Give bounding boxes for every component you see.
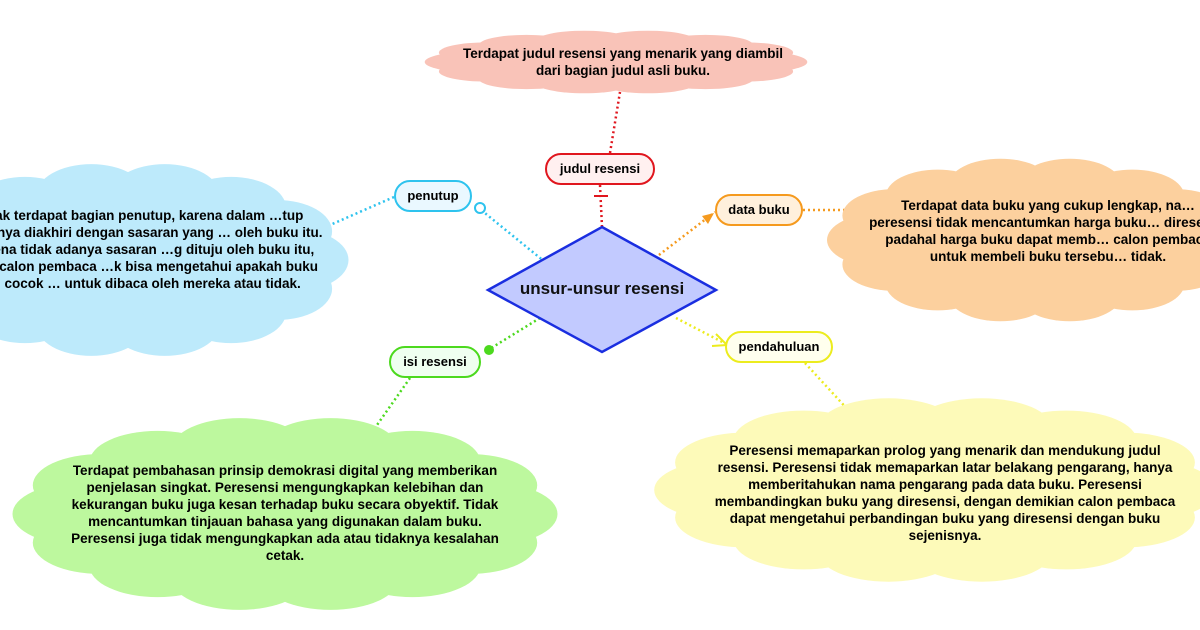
central-topic-label[interactable]: unsur-unsur resensi — [519, 279, 685, 298]
note-isi-resensi: Terdapat pembahasan prinsip demokrasi di… — [71, 463, 499, 563]
note-penutup: …ak terdapat bagian penutup, karena dala… — [0, 208, 323, 291]
connector-judul-topic — [598, 184, 604, 228]
note-clouds — [0, 30, 1200, 610]
marker-penutup — [474, 202, 486, 214]
connector-penutup-note — [329, 195, 395, 227]
topic-penutup[interactable]: penutup — [394, 180, 472, 212]
topic-data-buku[interactable]: data buku — [715, 194, 803, 226]
connectors — [329, 91, 860, 436]
marker-data-buku — [702, 213, 714, 224]
note-data-buku: Terdapat data buku yang cukup lengkap, n… — [869, 198, 1200, 264]
connector-judul-note — [608, 91, 622, 154]
cloud-shape-penutup — [0, 164, 349, 356]
cloud-shape-data-buku — [827, 158, 1200, 322]
cloud-shape-judul — [424, 30, 808, 94]
topic-isi-resensi[interactable]: isi resensi — [389, 346, 481, 378]
connector-pendahuluan-note — [804, 362, 851, 413]
marker-isi-resensi — [484, 345, 494, 355]
cloud-shape-isi — [12, 418, 558, 610]
connector-isi-note — [368, 377, 412, 436]
cloud-shape-pendahuluan — [654, 398, 1200, 582]
topic-judul-resensi[interactable]: judul resensi — [545, 153, 655, 185]
topic-pendahuluan[interactable]: pendahuluan — [725, 331, 833, 363]
connector-pendahuluan-topic — [675, 316, 729, 347]
note-judul-resensi: Terdapat judul resensi yang menarik yang… — [462, 46, 784, 78]
connector-penutup-topic — [474, 204, 546, 263]
central-topic-shape[interactable] — [485, 225, 719, 354]
connector-isi-topic — [487, 316, 541, 352]
note-pendahuluan: Peresensi memaparkan prolog yang menarik… — [714, 443, 1176, 543]
